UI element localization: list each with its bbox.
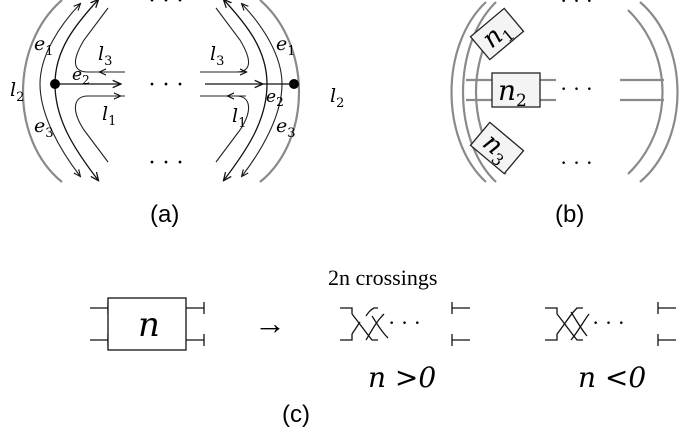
strand-e1-left <box>54 0 98 85</box>
svg-text:· · ·: · · · <box>592 310 625 335</box>
left-vertex-dot <box>50 79 60 89</box>
box-n2: n2 <box>491 72 541 111</box>
label-n-negative: n <0 <box>578 361 646 394</box>
strand-l3-left <box>74 7 125 73</box>
dots-bottom-b: · · · <box>560 150 593 175</box>
strand-e3-right <box>224 83 268 180</box>
box-n1: n1 <box>469 7 525 61</box>
box-n-generic: n <box>90 297 205 351</box>
left-boundary-curve <box>21 0 63 183</box>
left-arc-outer <box>450 1 487 183</box>
label-e3-right: e3 <box>276 115 296 141</box>
dots-bottom-a: · · · <box>148 150 184 176</box>
strand-e1-right <box>224 0 268 85</box>
caption-a: (a) <box>150 201 179 228</box>
caption-b: (b) <box>555 201 584 228</box>
left-arc-inner <box>462 1 497 183</box>
twist-positive: · · · <box>340 302 470 346</box>
label-e2-right: e2 <box>266 87 284 109</box>
left-vertex-group <box>39 0 125 180</box>
label-l2-right: l2 <box>330 85 344 111</box>
strand-outer-right-lower <box>242 83 283 176</box>
svg-text:n2: n2 <box>498 74 527 111</box>
svg-text:n: n <box>138 305 160 345</box>
panel-b: n1 n2 n3 · · · · · · · · · (b) <box>450 0 679 228</box>
strand-l1-left <box>74 95 125 163</box>
label-e2-left: e2 <box>72 65 90 87</box>
dots-top-a: · · · <box>148 0 184 14</box>
label-l3-left: l3 <box>98 43 112 69</box>
arrow-right: → <box>254 305 286 341</box>
label-l3-right: l3 <box>210 43 224 69</box>
svg-text:· · ·: · · · <box>388 310 421 335</box>
strand-outer-right-upper <box>242 4 283 85</box>
right-arc-inner <box>627 9 664 175</box>
strand-outer-left-upper <box>39 4 80 85</box>
strand-outer-left-lower <box>39 83 80 176</box>
dots-middle-b: · · · <box>560 76 593 101</box>
crossings-label: 2n crossings <box>328 265 437 290</box>
panel-a: e1 l3 e2 l2 e3 l1 l3 e1 e2 l2 l1 e3 · · … <box>10 0 344 228</box>
label-n-positive: n >0 <box>368 361 436 394</box>
right-boundary-curve <box>259 0 301 183</box>
label-e3-left: e3 <box>34 115 54 141</box>
dots-top-b: · · · <box>560 0 593 13</box>
right-arc-outer <box>639 1 679 183</box>
twist-negative: · · · <box>545 302 676 346</box>
label-l1-left: l1 <box>102 103 116 129</box>
box-n3: n3 <box>469 121 525 175</box>
panel-c: n → 2n crossings · · · n >0 · · · <box>90 265 676 428</box>
strand-e3-left <box>54 83 98 180</box>
dots-middle-a: · · · <box>148 72 184 98</box>
label-l1-right: l1 <box>232 105 246 131</box>
label-e1-right: e1 <box>276 33 296 59</box>
label-e1-left: e1 <box>34 33 54 59</box>
right-vertex-group <box>200 0 299 180</box>
label-l2-left: l2 <box>10 79 24 105</box>
caption-c: (c) <box>282 401 310 428</box>
